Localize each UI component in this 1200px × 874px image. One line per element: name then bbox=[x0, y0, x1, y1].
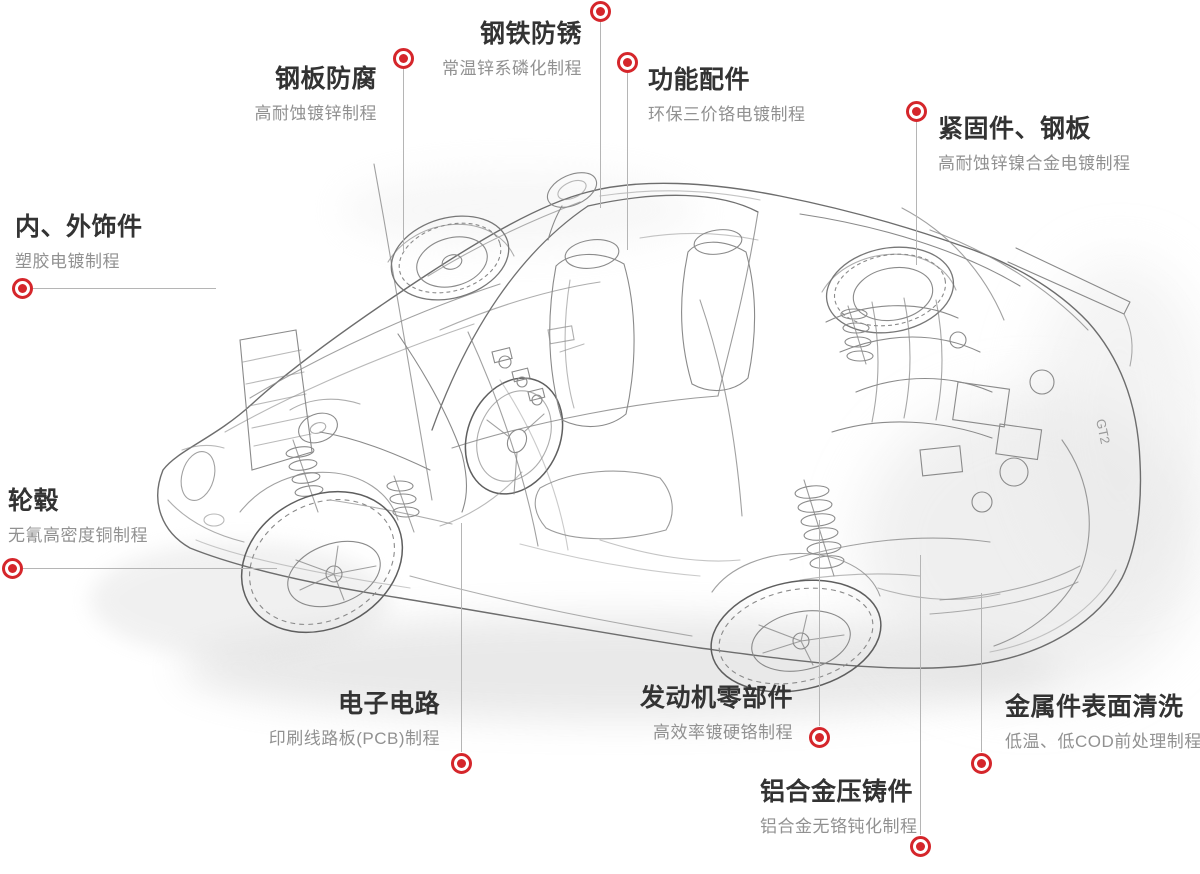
marker-interior-exterior-trim bbox=[11, 277, 33, 299]
marker-fasteners-steel-plate bbox=[905, 100, 927, 122]
callout-fasteners-steel-plate: 紧固件、钢板 高耐蚀锌镍合金电镀制程 bbox=[938, 114, 1131, 174]
callout-subtitle: 高耐蚀镀锌制程 bbox=[254, 104, 377, 123]
leader-line-metal-surface-cleaning bbox=[981, 593, 982, 752]
callout-subtitle: 环保三价铬电镀制程 bbox=[648, 105, 806, 124]
steering-wheel bbox=[439, 377, 564, 527]
leader-line-steel-plate-anticorrosion bbox=[403, 69, 404, 252]
engine-bay bbox=[789, 297, 1081, 615]
callout-subtitle: 印刷线路板(PCB)制程 bbox=[268, 729, 440, 748]
front-far-wheel bbox=[387, 215, 515, 301]
leader-line-electronic-circuits bbox=[461, 523, 462, 752]
callout-subtitle: 塑胶电镀制程 bbox=[15, 252, 120, 271]
leader-line-interior-exterior-trim bbox=[33, 288, 216, 289]
marker-electronic-circuits bbox=[450, 752, 472, 774]
leader-line-steel-rust-prevention bbox=[600, 22, 601, 208]
callout-title: 钢铁防锈 bbox=[479, 20, 582, 48]
leader-line-aluminum-die-castings bbox=[920, 555, 921, 835]
callout-title: 紧固件、钢板 bbox=[938, 115, 1092, 143]
dashboard bbox=[397, 325, 585, 513]
car-body-outline bbox=[157, 182, 1142, 669]
radiator bbox=[239, 329, 313, 471]
marker-steel-rust-prevention bbox=[589, 0, 611, 22]
leader-line-functional-parts bbox=[627, 73, 628, 250]
callout-title: 电子电路 bbox=[337, 690, 440, 718]
rear-near-wheel bbox=[710, 552, 882, 693]
callout-title: 金属件表面清洗 bbox=[1005, 693, 1184, 721]
callout-title: 内、外饰件 bbox=[15, 213, 143, 241]
callout-engine-parts: 发动机零部件 高效率镀硬铬制程 bbox=[640, 683, 793, 743]
callout-title: 铝合金压铸件 bbox=[760, 778, 914, 806]
leader-line-fasteners-steel-plate bbox=[916, 122, 917, 265]
callout-subtitle: 高效率镀硬铬制程 bbox=[653, 723, 793, 742]
marker-functional-parts bbox=[616, 51, 638, 73]
car-shadow bbox=[90, 170, 1200, 720]
callout-steel-plate-anticorrosion: 钢板防腐 高耐蚀镀锌制程 bbox=[255, 64, 378, 124]
front-near-wheel bbox=[239, 471, 404, 634]
callout-subtitle: 无氰高密度铜制程 bbox=[8, 526, 148, 545]
leader-line-engine-parts bbox=[819, 520, 820, 726]
callout-title: 发动机零部件 bbox=[639, 684, 793, 712]
callout-metal-surface-cleaning: 金属件表面清洗 低温、低COD前处理制程 bbox=[1005, 692, 1200, 752]
callout-subtitle: 铝合金无铬钝化制程 bbox=[760, 817, 918, 836]
rear-deck: GT2 bbox=[799, 207, 1133, 647]
marker-engine-parts bbox=[808, 726, 830, 748]
side-mirror bbox=[546, 172, 598, 241]
callout-interior-exterior-trim: 内、外饰件 塑胶电镀制程 bbox=[15, 212, 143, 272]
rear-far-wheel bbox=[821, 246, 957, 334]
marker-steel-plate-anticorrosion bbox=[392, 47, 414, 69]
marker-metal-surface-cleaning bbox=[970, 752, 992, 774]
callout-subtitle: 低温、低COD前处理制程 bbox=[1005, 732, 1200, 751]
callout-aluminum-die-castings: 铝合金压铸件 铝合金无铬钝化制程 bbox=[760, 777, 918, 837]
callout-subtitle: 高耐蚀锌镍合金电镀制程 bbox=[938, 154, 1131, 173]
gt2-badge-text: GT2 bbox=[1093, 418, 1113, 446]
callout-title: 功能配件 bbox=[648, 66, 751, 94]
marker-aluminum-die-castings bbox=[909, 835, 931, 857]
callout-subtitle: 常温锌系磷化制程 bbox=[442, 59, 582, 78]
front-suspension bbox=[285, 398, 453, 533]
car-sketch-details: GT2 bbox=[167, 163, 1133, 693]
callout-wheel-hub: 轮毂 无氰高密度铜制程 bbox=[8, 486, 148, 546]
callout-title: 轮毂 bbox=[8, 487, 60, 515]
callout-functional-parts: 功能配件 环保三价铬电镀制程 bbox=[648, 65, 806, 125]
callout-electronic-circuits: 电子电路 印刷线路板(PCB)制程 bbox=[269, 689, 440, 749]
callout-steel-rust-prevention: 钢铁防锈 常温锌系磷化制程 bbox=[442, 19, 582, 79]
callout-title: 钢板防腐 bbox=[274, 65, 377, 93]
seats bbox=[519, 229, 759, 577]
leader-line-wheel-hub bbox=[23, 568, 277, 569]
marker-wheel-hub bbox=[1, 557, 23, 579]
